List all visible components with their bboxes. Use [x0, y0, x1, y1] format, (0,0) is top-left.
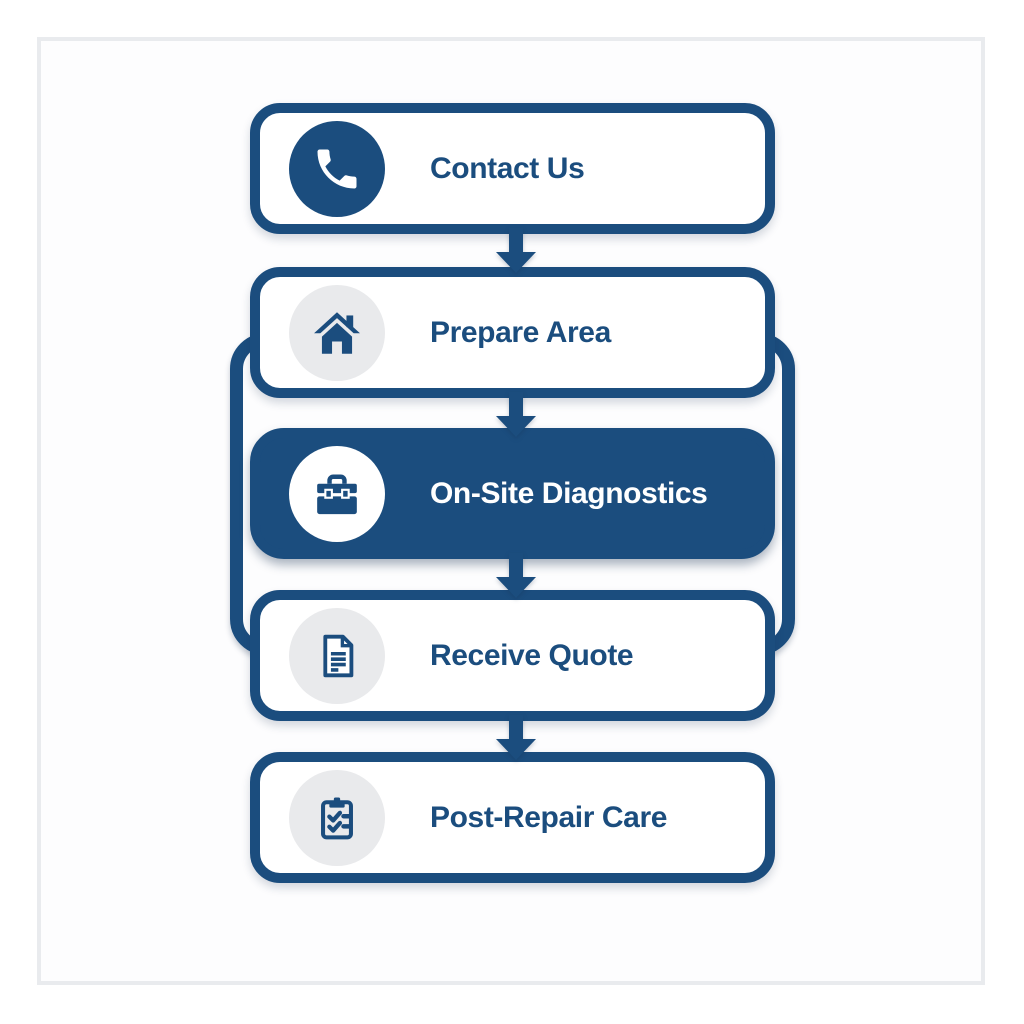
home-icon	[289, 284, 385, 381]
toolbox-icon	[289, 445, 385, 542]
flow-arrow-down-icon	[496, 715, 536, 760]
step-label: Prepare Area	[430, 315, 611, 349]
phone-icon	[289, 120, 385, 217]
step-label: Post-Repair Care	[430, 800, 668, 834]
step-card-post-repair-care: Post-Repair Care	[250, 752, 775, 883]
step-label: Contact Us	[430, 151, 585, 185]
step-card-contact-us: Contact Us	[250, 103, 775, 234]
clipboard-icon	[289, 769, 385, 866]
flow-arrow-down-icon	[496, 553, 536, 598]
flow-arrow-down-icon	[496, 228, 536, 273]
document-icon	[289, 607, 385, 704]
step-label: On-Site Diagnostics	[430, 476, 708, 510]
step-label: Receive Quote	[430, 638, 634, 672]
step-card-prepare-area: Prepare Area	[250, 267, 775, 398]
step-card-on-site-diagnostics: On-Site Diagnostics	[250, 428, 775, 559]
flow-arrow-down-icon	[496, 392, 536, 437]
step-card-receive-quote: Receive Quote	[250, 590, 775, 721]
